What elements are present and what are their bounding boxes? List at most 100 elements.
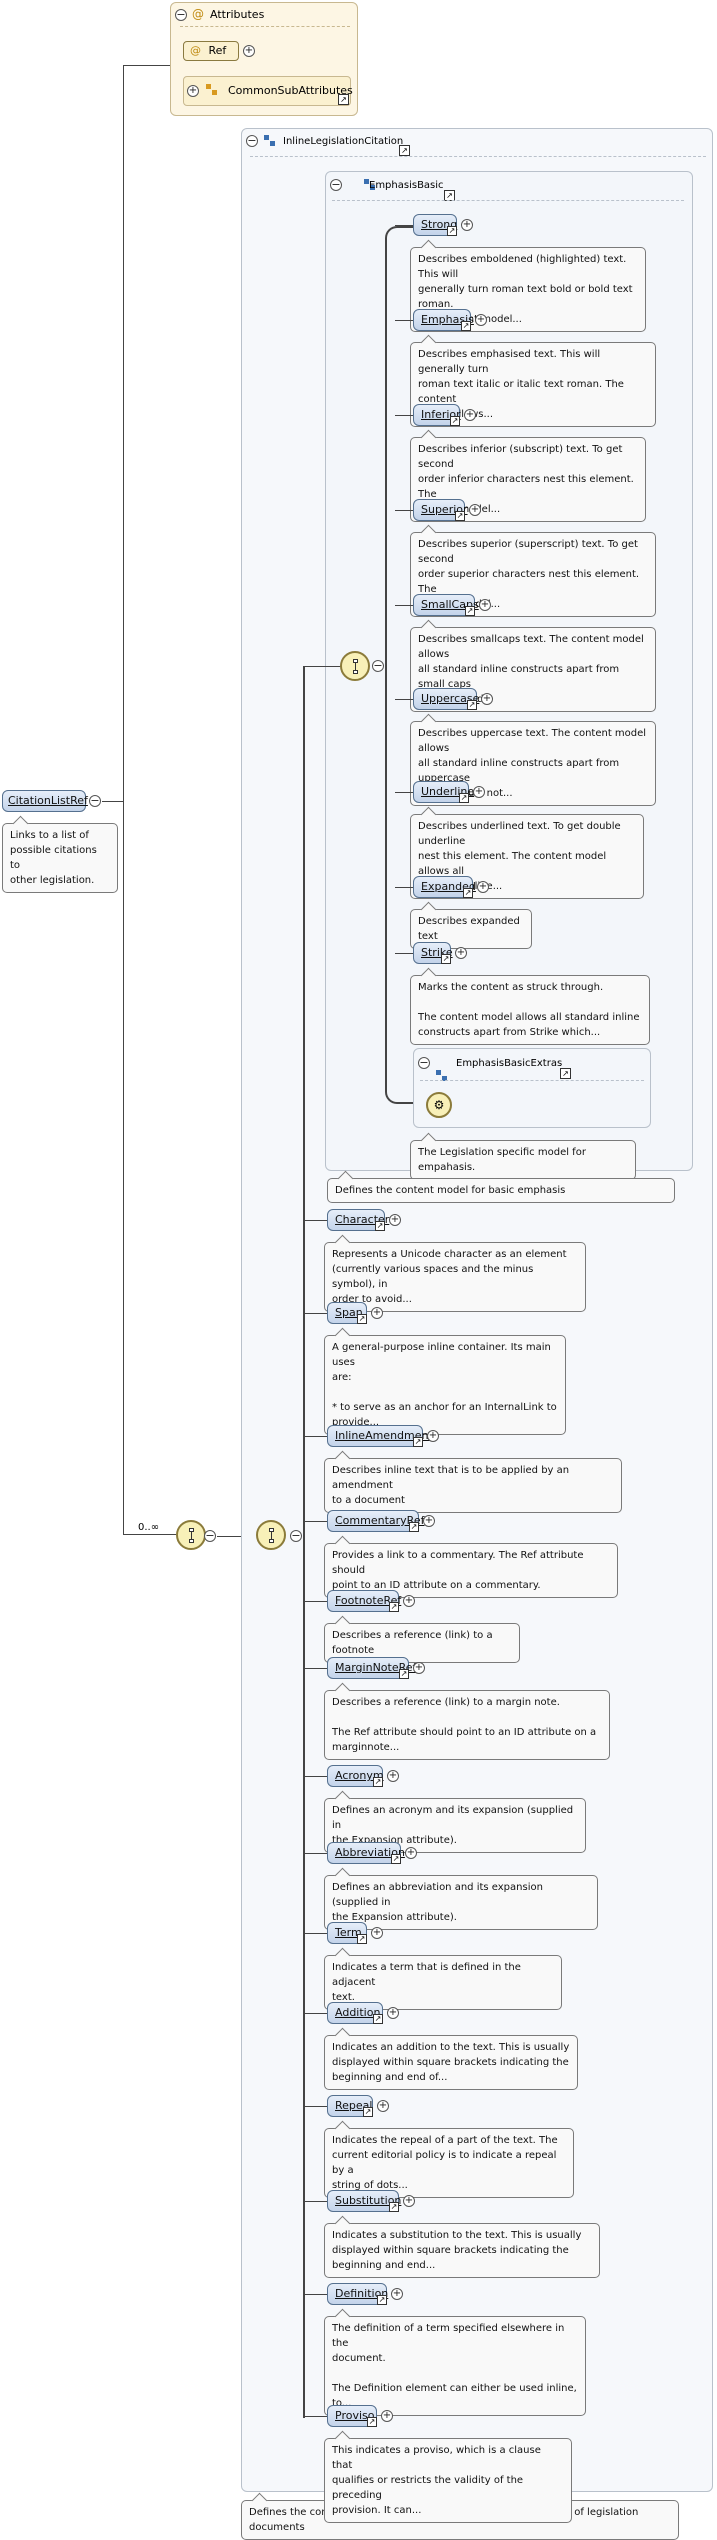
emphasis-expand-toggle[interactable]: + xyxy=(475,314,487,326)
ref-icon: ↗ xyxy=(465,606,475,616)
uppercase-expand-toggle[interactable]: + xyxy=(481,693,493,705)
element-inlineamendment[interactable]: InlineAmendment↗ xyxy=(327,1425,433,1447)
abbreviation-expand-toggle[interactable]: + xyxy=(405,1847,417,1859)
superior-expand-toggle[interactable]: + xyxy=(469,504,481,516)
element-acronym[interactable]: Acronym↗ xyxy=(327,1765,384,1787)
ref-icon: ↗ xyxy=(373,2014,383,2024)
attributes-divider xyxy=(180,26,350,27)
element-addition[interactable]: Addition↗ xyxy=(327,2002,383,2024)
element-strong[interactable]: Strong↗ xyxy=(413,214,457,236)
attributes-title: Attributes xyxy=(210,8,265,21)
substitution-expand-toggle[interactable]: + xyxy=(403,2195,415,2207)
element-inferior[interactable]: Inferior↗ xyxy=(413,404,461,426)
element-abbreviation[interactable]: Abbreviation↗ xyxy=(327,1842,405,1864)
element-definition[interactable]: Definition↗ xyxy=(327,2283,388,2305)
expanded-expand-toggle[interactable]: + xyxy=(477,881,489,893)
ref-icon: ↗ xyxy=(459,793,469,803)
element-repeal[interactable]: Repeal↗ xyxy=(327,2095,373,2117)
common-sub-attributes-ref-icon: ↗ xyxy=(338,94,349,105)
strong-expand-toggle[interactable]: + xyxy=(461,219,473,231)
choice-collapse-toggle[interactable]: − xyxy=(290,1529,302,1542)
footnoteref-expand-toggle[interactable]: + xyxy=(403,1595,415,1607)
footnoteref-doc: Describes a reference (link) to a footno… xyxy=(324,1623,520,1663)
ref-icon: ↗ xyxy=(389,2202,399,2212)
element-span-label: Span xyxy=(335,1306,363,1319)
smallcaps-expand-toggle[interactable]: + xyxy=(479,599,491,611)
element-span[interactable]: Span↗ xyxy=(327,1302,367,1324)
commentaryref-expand-toggle[interactable]: + xyxy=(423,1515,435,1527)
element-substitution[interactable]: Substitution↗ xyxy=(327,2190,402,2212)
element-marginnoteref[interactable]: MarginNoteRef↗ xyxy=(327,1657,416,1679)
emphasis-bracket xyxy=(385,226,413,1104)
ref-icon: ↗ xyxy=(363,2107,373,2117)
repeal-doc: Indicates the repeal of a part of the te… xyxy=(324,2128,574,2198)
occurrence-label: 0..∞ xyxy=(138,1522,160,1533)
acronym-expand-toggle[interactable]: + xyxy=(387,1770,399,1782)
element-uppercase[interactable]: Uppercase↗ xyxy=(413,688,479,710)
addition-expand-toggle[interactable]: + xyxy=(387,2007,399,2019)
inline-group-collapse-toggle[interactable]: − xyxy=(246,134,258,147)
ref-icon: ↗ xyxy=(391,1854,401,1864)
inlineamendment-expand-toggle[interactable]: + xyxy=(427,1430,439,1442)
strike-doc: Marks the content as struck through. The… xyxy=(410,975,650,1045)
common-sub-attributes[interactable]: CommonSubAttributes xyxy=(183,76,353,106)
extras-collapse-toggle[interactable]: − xyxy=(418,1056,430,1069)
ref-expand-toggle[interactable]: + xyxy=(243,45,255,57)
element-superior[interactable]: Superior↗ xyxy=(413,499,468,521)
element-footnoteref[interactable]: FootnoteRef↗ xyxy=(327,1590,401,1612)
ref-icon: ↗ xyxy=(461,321,471,331)
underline-expand-toggle[interactable]: + xyxy=(473,786,485,798)
connector xyxy=(305,1601,327,1602)
emphasis-choice-collapse-toggle[interactable]: − xyxy=(372,659,384,672)
connector xyxy=(123,1534,176,1535)
element-acronym-label: Acronym xyxy=(335,1769,384,1782)
ref-icon: ↗ xyxy=(399,1669,409,1679)
element-smallcaps[interactable]: SmallCaps↗ xyxy=(413,594,479,616)
ref-icon: ↗ xyxy=(357,1314,367,1324)
citation-list-ref-element[interactable]: CitationListRef xyxy=(2,790,88,812)
sequence-collapse-toggle[interactable]: − xyxy=(204,1529,216,1542)
element-commentaryref[interactable]: CommentaryRef↗ xyxy=(327,1510,424,1532)
ref-icon: ↗ xyxy=(373,1777,383,1787)
element-abbreviation-label: Abbreviation xyxy=(335,1846,405,1859)
connector xyxy=(395,605,413,606)
element-smallcaps-label: SmallCaps xyxy=(421,598,479,611)
connector xyxy=(123,65,170,66)
sequence-compositor-icon xyxy=(176,1520,206,1550)
connector xyxy=(305,1776,327,1777)
character-expand-toggle[interactable]: + xyxy=(389,1214,401,1226)
proviso-expand-toggle[interactable]: + xyxy=(381,2410,393,2422)
ref-icon: ↗ xyxy=(450,416,460,426)
definition-expand-toggle[interactable]: + xyxy=(391,2288,403,2300)
element-expanded[interactable]: Expanded↗ xyxy=(413,876,476,898)
element-emphasis-label: Emphasis xyxy=(421,313,474,326)
commentaryref-doc: Provides a link to a commentary. The Ref… xyxy=(324,1543,618,1598)
element-proviso[interactable]: Proviso↗ xyxy=(327,2405,377,2427)
element-strike[interactable]: Strike↗ xyxy=(413,942,453,964)
element-term[interactable]: Term↗ xyxy=(327,1922,367,1944)
connector xyxy=(102,801,124,802)
connector xyxy=(303,666,305,2418)
marginnoteref-expand-toggle[interactable]: + xyxy=(413,1662,425,1674)
inferior-expand-toggle[interactable]: + xyxy=(464,409,476,421)
root-collapse-toggle[interactable]: − xyxy=(89,794,101,807)
element-substitution-label: Substitution xyxy=(335,2194,402,2207)
common-sub-attributes-toggle[interactable]: + xyxy=(187,85,199,97)
strike-expand-toggle[interactable]: + xyxy=(455,947,467,959)
element-marginnoteref-label: MarginNoteRef xyxy=(335,1661,417,1674)
definition-doc: The definition of a term specified elsew… xyxy=(324,2316,586,2416)
element-character[interactable]: Character↗ xyxy=(327,1209,389,1231)
inline-group-divider xyxy=(250,156,706,157)
span-expand-toggle[interactable]: + xyxy=(371,1307,383,1319)
element-underline[interactable]: Underline↗ xyxy=(413,781,474,803)
ref-attribute[interactable]: @ Ref xyxy=(183,41,239,61)
inline-group-ref-icon: ↗ xyxy=(399,145,410,156)
repeal-expand-toggle[interactable]: + xyxy=(377,2100,389,2112)
element-emphasis[interactable]: Emphasis↗ xyxy=(413,309,474,331)
emphasis-group-collapse-toggle[interactable]: − xyxy=(330,178,342,191)
attributes-collapse-toggle[interactable]: − xyxy=(175,8,187,21)
term-expand-toggle[interactable]: + xyxy=(371,1927,383,1939)
connector xyxy=(305,2201,327,2202)
connector xyxy=(395,699,413,700)
element-term-label: Term xyxy=(335,1926,362,1939)
